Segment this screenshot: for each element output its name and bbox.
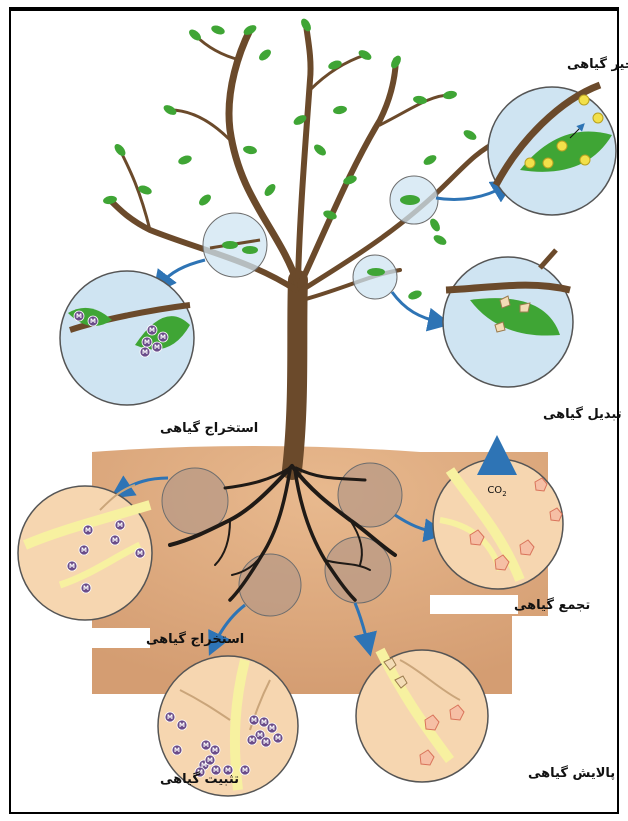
metal-ion-label: M bbox=[249, 737, 255, 744]
co2-text: CO bbox=[487, 485, 502, 496]
label-extraction-leaf: استخراج گیاهی bbox=[160, 420, 258, 436]
metal-ion-label: M bbox=[263, 739, 269, 746]
metal-ion-label: M bbox=[112, 537, 118, 544]
metal-ion-label: M bbox=[144, 339, 150, 346]
metal-ion-label: M bbox=[179, 722, 185, 729]
metal-ion-label: M bbox=[154, 344, 160, 351]
arrow-to-transpiration bbox=[436, 186, 505, 200]
label-accumulation: تجمع گیاهی bbox=[514, 597, 590, 613]
label-transpiration: تبخیر گیاهی bbox=[567, 56, 628, 72]
label-transformation: تبدیل گیاهی bbox=[543, 406, 622, 422]
metal-ion-label: M bbox=[69, 563, 75, 570]
bubble-transpiration bbox=[488, 85, 616, 215]
bubble-extraction-leaf bbox=[60, 271, 194, 405]
metal-ion-label: M bbox=[212, 747, 218, 754]
metal-ion-label: M bbox=[90, 318, 96, 325]
tree bbox=[110, 25, 500, 470]
label-filtration: پالایش گیاهی bbox=[528, 765, 615, 781]
arrow-to-extraction-leaf bbox=[160, 260, 205, 285]
metal-ion-label: M bbox=[137, 550, 143, 557]
metal-ion-label: M bbox=[257, 732, 263, 739]
metal-ion-label: M bbox=[76, 313, 82, 320]
label-bg-extraction-root bbox=[66, 628, 150, 648]
metal-ion-label: M bbox=[117, 522, 123, 529]
metal-ion-label: M bbox=[160, 334, 166, 341]
metal-ion-label: M bbox=[149, 327, 155, 334]
metal-ion-label: M bbox=[261, 719, 267, 726]
metal-ion-label: M bbox=[85, 527, 91, 534]
co2-subscript: 2 bbox=[502, 490, 506, 498]
metal-ion-label: M bbox=[81, 547, 87, 554]
zoom-circle-transformation bbox=[353, 255, 397, 299]
branch-right-upper bbox=[300, 60, 396, 285]
metal-ion-label: M bbox=[251, 717, 257, 724]
metal-ion-label: M bbox=[142, 349, 148, 356]
metal-ion-label: M bbox=[242, 767, 248, 774]
metal-ion-label: M bbox=[83, 585, 89, 592]
bubble-transformation bbox=[443, 250, 573, 387]
label-stabilization: تثبیت گیاهی bbox=[160, 771, 239, 787]
label-bg-accumulation bbox=[430, 595, 518, 614]
bubble-filtration bbox=[356, 650, 488, 782]
metal-ion-label: M bbox=[207, 757, 213, 764]
branch-center bbox=[298, 25, 311, 280]
metal-ion-label: M bbox=[203, 742, 209, 749]
metal-ion-label: M bbox=[269, 725, 275, 732]
label-extraction-root: استخراج گیاهی bbox=[146, 631, 244, 647]
tree-trunk bbox=[292, 280, 298, 470]
metal-ion-label: M bbox=[167, 714, 173, 721]
metal-ion-label: M bbox=[275, 735, 281, 742]
metal-ion-label: M bbox=[174, 747, 180, 754]
